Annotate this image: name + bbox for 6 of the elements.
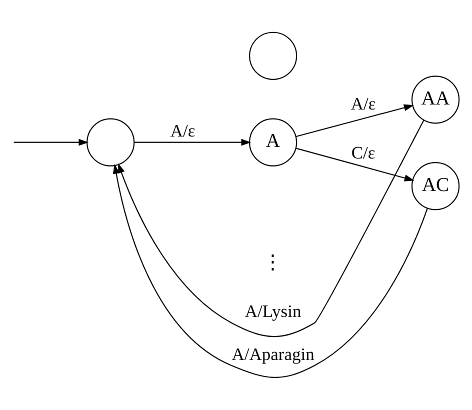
edge-label: A/Lysin [244, 301, 302, 322]
edge-label: A/ε [350, 93, 376, 114]
edge-label: A/ε [170, 120, 196, 141]
edge-label: C/ε [351, 142, 376, 163]
label: ⋮ [263, 252, 284, 274]
edge-label: A/Aparagin [232, 344, 314, 364]
